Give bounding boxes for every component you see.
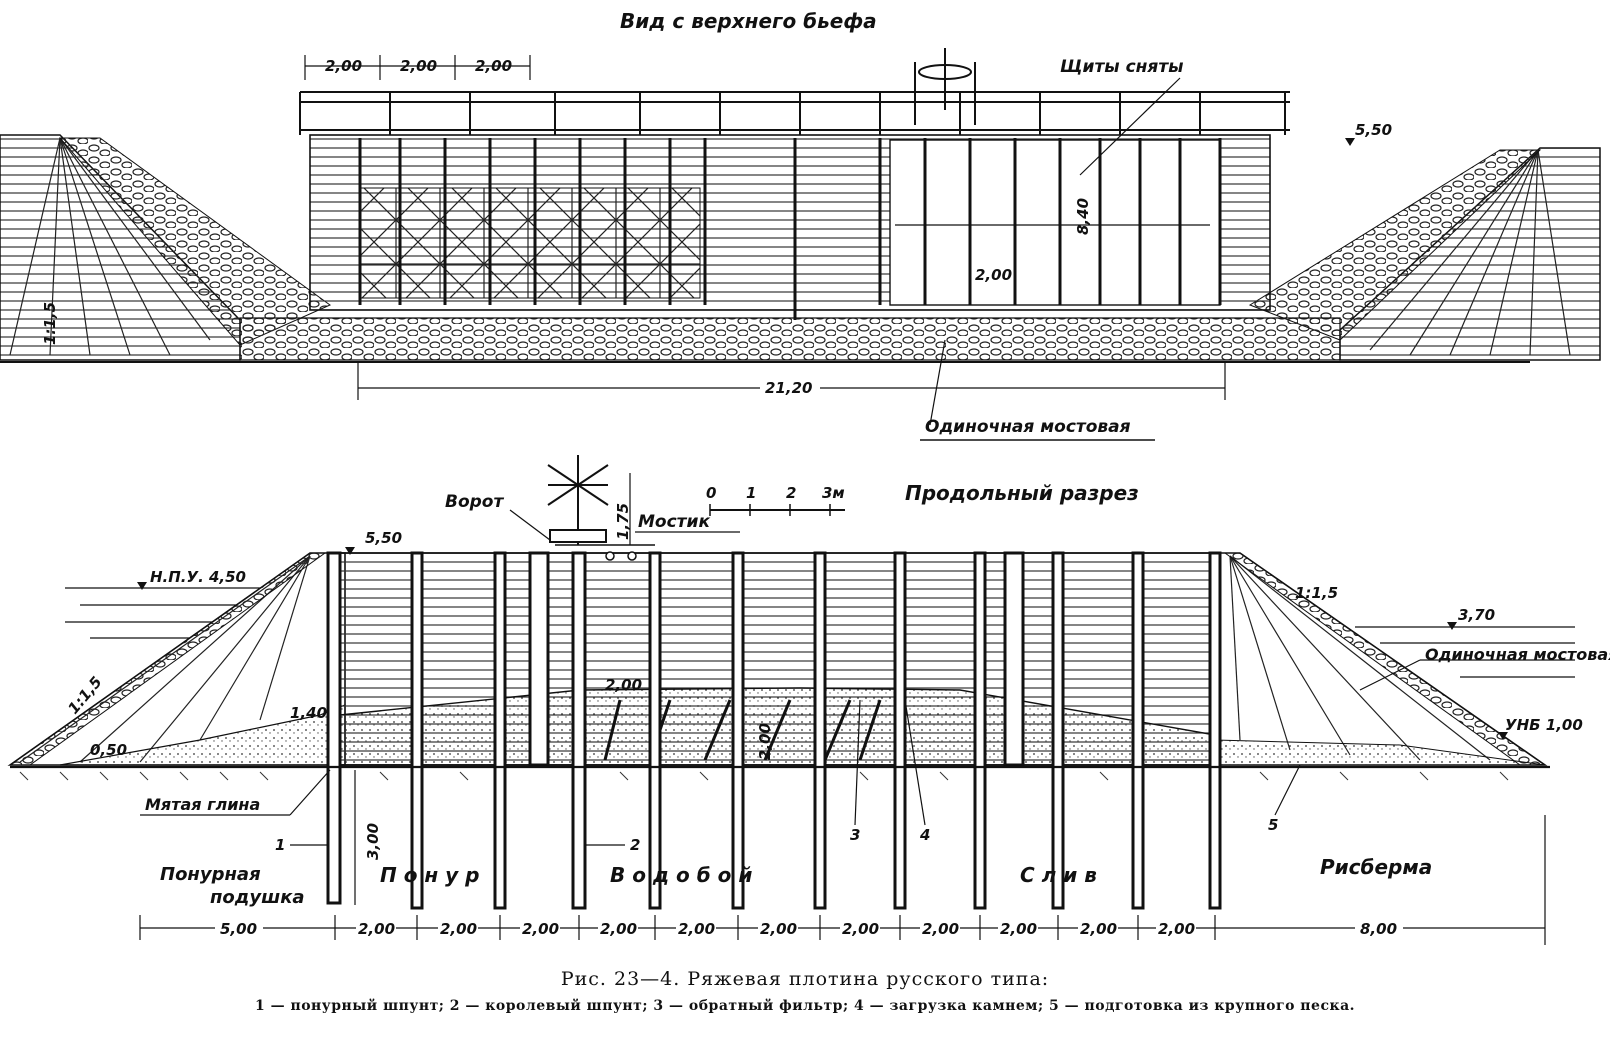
bottom-dim-8: 2,00 — [842, 920, 879, 938]
scale-tick-0: 0 — [706, 484, 716, 502]
marker-1: 1 — [275, 836, 285, 854]
top-level-marker — [1345, 138, 1355, 146]
bottom-dim-4: 2,00 — [522, 920, 559, 938]
winch-label: Ворот — [445, 492, 504, 512]
crossed-panels — [359, 187, 701, 299]
top-level-label: 5,50 — [1355, 121, 1392, 139]
vertical-posts — [358, 138, 1222, 320]
marker-5: 5 — [1268, 816, 1278, 834]
figure-caption: Рис. 23—4. Ряжевая плотина русского типа… — [560, 968, 1050, 990]
stone-paving-base — [239, 317, 1341, 361]
right-bank-rays — [1369, 149, 1571, 356]
section-view: Продольный разрез 0 1 2 3м — [7, 455, 1610, 945]
crest-level-label: 5,50 — [365, 529, 402, 547]
cushion-label-1: Понурная — [160, 864, 261, 885]
downstream-slope-rays — [1229, 555, 1491, 761]
top-bay-dim-3: 2,00 — [475, 57, 512, 75]
figure-legend: 1 — понурный шпунт; 2 — королевый шпунт;… — [254, 998, 1356, 1014]
left-bank-rays — [9, 137, 211, 356]
crest-level-marker — [345, 547, 355, 555]
winch-top-view — [914, 48, 976, 125]
scale-tick-1: 1 — [746, 484, 756, 502]
section-title: Продольный разрез — [905, 481, 1139, 505]
gates-removed-leader — [1079, 77, 1181, 176]
top-bay-dims — [304, 55, 531, 80]
zone-ponur: П о н у р — [380, 863, 480, 887]
bottom-dim-11: 2,00 — [1080, 920, 1117, 938]
sheet-piles — [326, 551, 1222, 910]
downstream-level-marker — [1447, 622, 1457, 630]
bottom-dim-6: 2,00 — [678, 920, 715, 938]
marker-5-leader — [1274, 764, 1301, 816]
bridge-label: Мостик — [638, 512, 710, 532]
bottom-dim-bg — [215, 918, 1403, 938]
section-paving-label: Одиночная мостовая — [1425, 645, 1610, 664]
marker-3: 3 — [850, 826, 860, 844]
level-050-label: 0,50 — [90, 741, 127, 759]
bottom-dim-9: 2,00 — [922, 920, 959, 938]
bottom-dim-13: 8,00 — [1360, 920, 1397, 938]
marker-2: 2 — [630, 836, 640, 854]
gates-removed-label: Щиты сняты — [1060, 57, 1184, 77]
clay-label: Мятая глина — [145, 795, 260, 814]
width-dim-label: 21,20 — [765, 379, 812, 397]
depth-200-label: 2,00 — [756, 723, 774, 760]
marker-4-leader — [904, 699, 926, 826]
winch-leader — [509, 509, 551, 541]
bridge-rails — [555, 544, 655, 561]
bridge-railing — [299, 91, 1290, 135]
zone-sliv: С л и в — [1020, 863, 1097, 887]
marker-3-leader — [854, 699, 861, 826]
bottom-dim-12: 2,00 — [1158, 920, 1195, 938]
section-paving-leader — [1359, 659, 1421, 691]
upstream-stone-layer — [8, 552, 327, 766]
slope-right-label: 1:1,5 — [1295, 584, 1338, 602]
unb-marker — [1498, 732, 1508, 740]
clay-leader — [289, 769, 331, 816]
top-paving-leader — [929, 339, 946, 426]
level-200-label: 2,00 — [605, 676, 642, 694]
zone-risberma: Рисберма — [1320, 855, 1432, 879]
bottom-dim-10: 2,00 — [1000, 920, 1037, 938]
scale-tick-3: 3м — [822, 484, 845, 502]
dam-drawing: Вид с верхнего бьефа — [0, 9, 1610, 945]
zone-vodoboy: В о д о б о й — [610, 863, 752, 887]
bottom-dim-2: 2,00 — [358, 920, 395, 938]
cushion-label-2: подушка — [210, 887, 305, 908]
pile-depth-label: 3,00 — [364, 823, 382, 860]
height-dim-label: 8,40 — [1074, 198, 1092, 235]
downstream-water — [1355, 626, 1575, 678]
top-view: Вид с верхнего бьефа — [0, 9, 1601, 441]
unb-label: УНБ 1,00 — [1505, 716, 1583, 734]
width-dim-bg — [760, 376, 820, 398]
top-slope-label: 1:1,5 — [41, 302, 59, 345]
winch — [547, 455, 609, 545]
marker-4: 4 — [919, 826, 930, 844]
bottom-dim-5: 2,00 — [600, 920, 637, 938]
downstream-level-label: 3,70 — [1458, 606, 1495, 624]
npu-marker — [137, 582, 147, 590]
npu-label: Н.П.У. 4,50 — [150, 568, 246, 586]
scale-bar-ticks — [709, 504, 831, 516]
level-140-label: 1,40 — [290, 704, 327, 722]
bottom-dim-3: 2,00 — [440, 920, 477, 938]
open-gate-bay — [889, 139, 1221, 306]
top-bay-dim-1: 2,00 — [325, 57, 362, 75]
top-view-title: Вид с верхнего бьефа — [620, 9, 877, 33]
bottom-dim-ticks — [139, 815, 1546, 945]
scale-tick-2: 2 — [786, 484, 796, 502]
bottom-dim-1: 5,00 — [220, 920, 257, 938]
bottom-dim-7: 2,00 — [760, 920, 797, 938]
gate-dim-label: 2,00 — [975, 266, 1012, 284]
winch-height-label: 1,75 — [614, 503, 632, 540]
ground-hatch — [19, 771, 1509, 781]
top-bay-dim-2: 2,00 — [400, 57, 437, 75]
top-paving-label: Одиночная мостовая — [925, 417, 1131, 437]
